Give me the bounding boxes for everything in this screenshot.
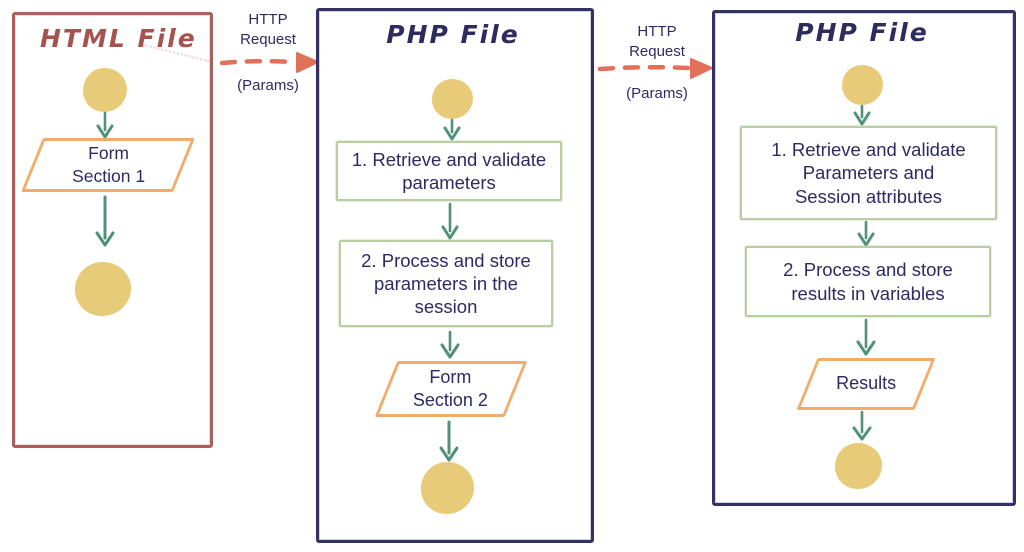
start-node — [432, 79, 473, 119]
flow-arrow-icon — [439, 420, 459, 462]
container-title-php-2: PHP File — [795, 18, 929, 47]
flow-arrow-icon — [96, 111, 114, 139]
params-label: (Params) — [237, 77, 299, 94]
start-node — [83, 68, 127, 112]
container-title-html: HTML File — [40, 24, 197, 53]
io-label: Form Section 1 — [71, 143, 145, 186]
io-label: Results — [835, 373, 897, 394]
process-step-box: 1. Retrieve and validate parameters — [336, 141, 562, 201]
flow-arrow-icon — [440, 330, 460, 359]
flow-arrow-icon — [853, 104, 871, 126]
flow-arrow-icon — [95, 195, 115, 247]
end-node — [835, 443, 882, 489]
http-request-arrow-icon — [597, 58, 713, 79]
start-node — [842, 65, 883, 105]
http-request-label: HTTP Request — [240, 11, 296, 49]
flow-arrow-icon — [443, 118, 461, 141]
flow-arrow-icon — [852, 410, 872, 441]
flow-arrow-icon — [856, 318, 876, 356]
io-label: Form Section 2 — [413, 366, 489, 410]
params-label: (Params) — [626, 85, 688, 102]
process-step-box: 2. Process and store results in variable… — [745, 246, 991, 317]
http-request-label: HTTP Request — [629, 23, 685, 61]
process-step-box: 2. Process and store parameters in the s… — [339, 240, 553, 327]
flow-arrow-icon — [441, 202, 459, 240]
process-step-box: 1. Retrieve and validate Parameters and … — [740, 126, 997, 220]
end-node — [75, 262, 131, 316]
php-file-container-1 — [316, 8, 594, 543]
http-request-arrow-icon — [219, 52, 319, 73]
io-shape-form-section-2: Form Section 2 — [374, 361, 528, 417]
html-file-container — [12, 12, 213, 448]
php-file-container-2 — [712, 10, 1016, 506]
end-node — [421, 462, 474, 514]
io-shape-form-section-1: Form Section 1 — [21, 138, 195, 192]
container-title-php-1: PHP File — [386, 20, 520, 49]
flow-arrow-icon — [857, 220, 875, 247]
io-shape-results: Results — [796, 358, 936, 410]
